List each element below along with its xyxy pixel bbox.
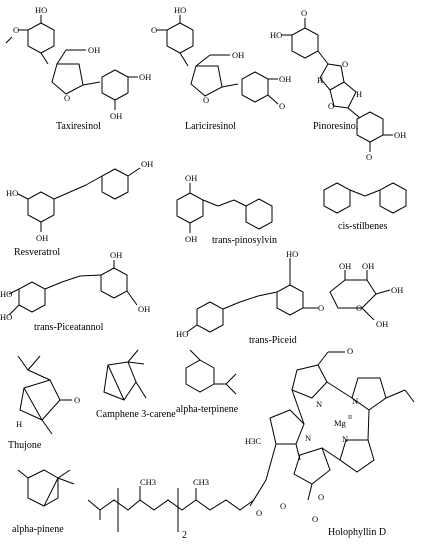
holophyllin-n4: N xyxy=(342,434,349,444)
pinene-structure xyxy=(17,469,75,507)
piceatannol-structure xyxy=(8,260,138,316)
pinoresinol-h1: H xyxy=(317,75,324,85)
lariciresinol-ho: HO xyxy=(174,5,187,15)
pinene-label: alpha-pinene xyxy=(12,524,64,535)
pinosylvin-label: trans-pinosylvin xyxy=(212,235,277,246)
taxiresinol-label: Taxiresinol xyxy=(56,121,101,132)
terpinene-structure xyxy=(185,349,237,395)
piceatannol-oh-bottom: OH xyxy=(138,304,151,314)
holophyllin-aldehyde-o: O xyxy=(347,346,354,356)
phytyl-chain xyxy=(87,486,255,532)
holophyllin-n2: N xyxy=(352,396,359,406)
holophyllin-ester-o2: O xyxy=(256,508,263,518)
holophyllin-n3: N xyxy=(305,433,312,443)
resveratrol-structure xyxy=(17,167,141,232)
holophyllin-structure xyxy=(249,351,415,507)
piceid-oh1: OH xyxy=(339,261,352,271)
taxiresinol-oh1: OH xyxy=(88,45,101,55)
taxiresinol-ho: HO xyxy=(35,5,48,15)
pinoresinol-o1: O xyxy=(342,59,349,69)
piceatannol-oh-top: OH xyxy=(110,250,123,260)
chain-ch3-2: CH3 xyxy=(193,477,210,487)
lariciresinol-structure xyxy=(157,15,279,105)
holophyllin-mg: Mg xyxy=(334,418,346,428)
piceatannol-ho1: HO xyxy=(0,289,13,299)
piceatannol-label: trans-Piceatannol xyxy=(34,322,104,333)
lariciresinol-label: Lariciresinol xyxy=(185,121,237,132)
piceid-oh2: OH xyxy=(362,261,375,271)
piceid-label: trans-Piceid xyxy=(249,335,297,346)
holophyllin-n1: N xyxy=(316,399,323,409)
lariciresinol-oh2: OH xyxy=(279,74,292,84)
lariciresinol-o: O xyxy=(151,25,158,35)
stilbenes-label: cis-stilbenes xyxy=(338,221,388,232)
holophyllin-h3c: H3C xyxy=(245,436,262,446)
piceid-oh3: OH xyxy=(391,285,404,295)
pinoresinol-oh: OH xyxy=(394,130,407,140)
terpinene-label: alpha-terpinene xyxy=(176,404,239,415)
pinoresinol-o2: O xyxy=(328,101,335,111)
piceid-ho-left: HO xyxy=(176,329,189,339)
pinoresinol-h2: H xyxy=(356,89,363,99)
piceid-oh4: OH xyxy=(376,319,389,329)
resveratrol-oh1: OH xyxy=(141,159,154,169)
chain-ch3-1: CH3 xyxy=(140,477,157,487)
lariciresinol-ring-o: O xyxy=(203,95,210,105)
holophyllin-mg-charge: II xyxy=(348,415,352,421)
holophyllin-ester-o3: O xyxy=(318,492,325,502)
holophyllin-ester-o1: O xyxy=(280,501,287,511)
thujone-label: Thujone xyxy=(8,440,42,451)
pinoresinol-structure xyxy=(282,18,393,152)
pinoresinol-ho: HO xyxy=(270,30,283,40)
thujone-h: H xyxy=(16,419,23,429)
pinosylvin-structure xyxy=(176,183,273,233)
piceid-structure xyxy=(186,258,391,333)
thujone-o: O xyxy=(74,395,81,405)
piceid-ho-top: HO xyxy=(286,249,299,259)
piceid-o-link: O xyxy=(318,303,325,313)
pinoresinol-label: Pinoresinol xyxy=(313,121,359,132)
thujone-structure xyxy=(17,355,72,435)
taxiresinol-o: O xyxy=(13,25,20,35)
chain-repeat-2: 2 xyxy=(182,530,187,541)
lariciresinol-ome: O xyxy=(279,101,286,111)
piceatannol-ho2: HO xyxy=(0,312,13,322)
taxiresinol-structure xyxy=(5,15,138,110)
taxiresinol-oh2: OH xyxy=(139,72,152,82)
pinoresinol-ome-bottom: O xyxy=(366,152,373,162)
pinosylvin-oh1: OH xyxy=(185,173,198,183)
holophyllin-ester-o4: O xyxy=(312,514,319,524)
camphene-structure xyxy=(103,349,147,401)
resveratrol-label: Resveratrol xyxy=(14,247,61,258)
pinoresinol-ome-top: O xyxy=(301,8,308,18)
holophyllin-label: Holophyllin D xyxy=(328,527,387,538)
taxiresinol-oh3: OH xyxy=(110,111,123,121)
pinosylvin-oh2: OH xyxy=(185,234,198,244)
lariciresinol-oh1: OH xyxy=(232,50,245,60)
piceid-o-ring: O xyxy=(356,303,363,313)
stilbenes-structure xyxy=(323,182,407,214)
resveratrol-ho: HO xyxy=(6,188,19,198)
resveratrol-oh2: OH xyxy=(36,233,49,243)
taxiresinol-ring-o: O xyxy=(64,93,71,103)
camphene-label: Camphene 3-carene xyxy=(96,409,176,420)
